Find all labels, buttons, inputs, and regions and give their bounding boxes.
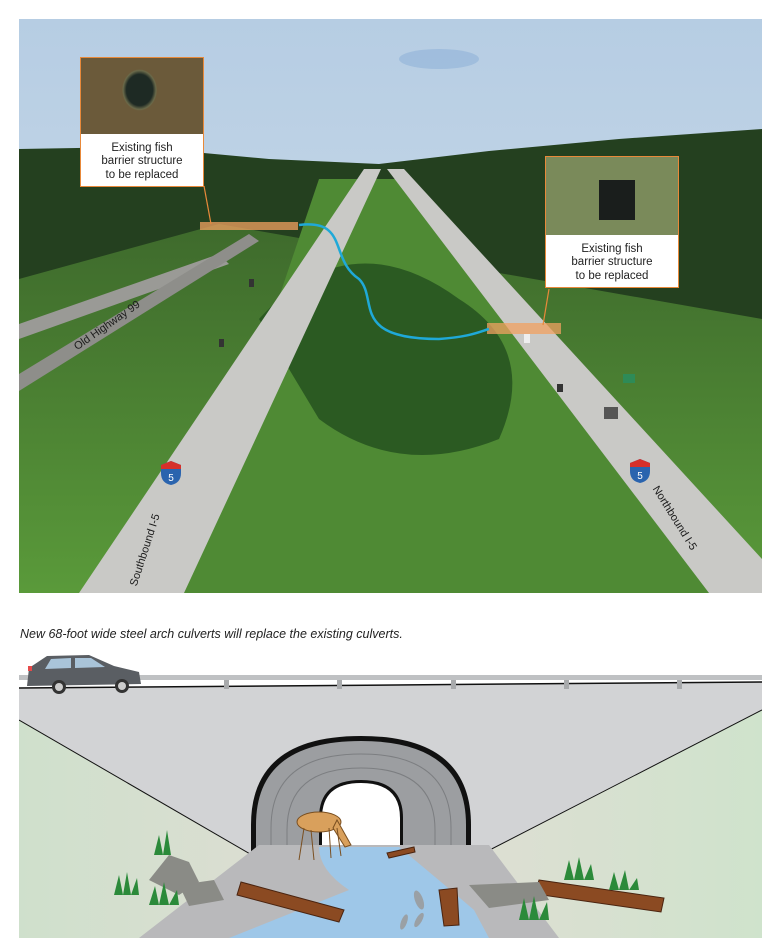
stream-path	[298, 223, 490, 341]
right-culvert-marker	[487, 323, 561, 334]
rocks	[149, 855, 549, 908]
culvert-diagram	[18, 650, 763, 938]
callout-right-line-3: to be replaced	[575, 269, 649, 282]
callout-right-line-2: barrier structure	[571, 256, 653, 268]
logs	[236, 846, 665, 927]
callout-right: Existing fish barrier structure to be re…	[545, 156, 679, 288]
callout-left-line-2: barrier structure	[101, 155, 183, 167]
car	[27, 655, 141, 694]
callout-right-line-1: Existing fish	[581, 242, 643, 255]
caption: New 68-foot wide steel arch culverts wil…	[20, 627, 403, 641]
round-culvert-photo	[81, 58, 203, 134]
interstate-shield-south: 5	[161, 461, 181, 485]
grass	[114, 830, 639, 920]
fish	[400, 890, 425, 930]
box-culvert-photo	[546, 157, 678, 235]
left-culvert-marker	[200, 222, 298, 230]
svg-text:5: 5	[637, 471, 643, 482]
callout-left-line-3: to be replaced	[105, 168, 179, 181]
callout-left: Existing fish barrier structure to be re…	[80, 57, 204, 187]
stream	[229, 847, 489, 938]
guardrail	[19, 675, 762, 689]
steel-arch-culvert	[251, 736, 471, 865]
svg-text:5: 5	[168, 473, 174, 484]
deer	[296, 811, 352, 861]
callout-left-line-1: Existing fish	[111, 141, 173, 154]
interstate-shield-north: 5	[630, 459, 650, 483]
